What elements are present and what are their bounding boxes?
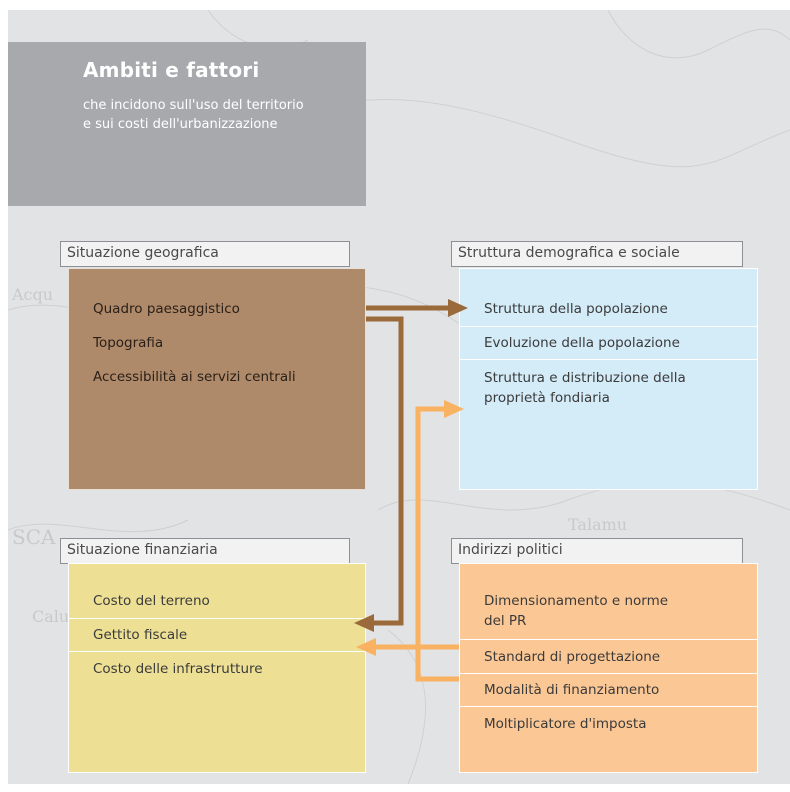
item-moltiplicatore-imposta: Moltiplicatore d'imposta [484,716,647,732]
separator [460,326,757,327]
label-situazione-geografica: Situazione geografica [60,241,350,267]
diagram-canvas: Acqu SCA Talamu Calufer Ambiti e fattori… [8,10,790,784]
item-costo-terreno: Costo del terreno [93,593,210,609]
panel-situazione-geografica: Quadro paesaggistico Topografia Accessib… [68,268,366,490]
arrow-geografica-to-demografica [366,299,468,317]
label-indirizzi-politici: Indirizzi politici [451,538,743,564]
svg-text:Talamu: Talamu [568,515,627,534]
item-gettito-fiscale: Gettito fiscale [93,627,188,643]
item-accessibilita: Accessibilità ai servizi centrali [93,369,296,385]
item-struttura-distribuzione-2: proprietà fondiaria [484,390,610,406]
arrow-politici-to-demografica [415,400,464,682]
panel-indirizzi-politici: Dimensionamento e norme del PR Standard … [459,563,758,773]
subtitle-line-1: che incidono sull'uso del territorio [83,98,304,113]
item-costo-infrastrutture: Costo delle infrastrutture [93,661,263,677]
panel-struttura-demografica: Struttura della popolazione Evoluzione d… [459,268,758,490]
arrow-geografica-to-finanziaria [354,316,404,632]
separator [69,651,365,652]
item-dimensionamento-1: Dimensionamento e norme [484,593,669,609]
arrow-politici-to-finanziaria [356,638,459,656]
label-struttura-demografica: Struttura demografica e sociale [451,241,743,267]
item-struttura-distribuzione-1: Struttura e distribuzione della [484,370,686,386]
svg-text:Acqu: Acqu [11,285,53,304]
item-modalita-finanziamento: Modalità di finanziamento [484,682,660,698]
connector-arrows [354,299,468,682]
diagram-title: Ambiti e fattori [83,58,260,82]
panel-situazione-finanziaria: Costo del terreno Gettito fiscale Costo … [68,563,366,773]
subtitle-line-2: e sui costi dell'urbanizzazione [83,117,278,132]
item-standard-progettazione: Standard di progettazione [484,649,661,665]
separator [460,673,757,674]
separator [460,639,757,640]
item-quadro-paesaggistico: Quadro paesaggistico [93,301,240,317]
item-evoluzione-popolazione: Evoluzione della popolazione [484,335,680,351]
separator [460,359,757,360]
svg-text:SCA: SCA [12,525,56,549]
diagram-subtitle: che incidono sull'uso del territorio e s… [83,96,363,134]
separator [69,618,365,619]
item-struttura-popolazione: Struttura della popolazione [484,301,668,317]
separator [460,706,757,707]
title-box: Ambiti e fattori che incidono sull'uso d… [8,42,366,206]
item-dimensionamento-2: del PR [484,613,527,629]
item-topografia: Topografia [93,335,164,351]
label-situazione-finanziaria: Situazione finanziaria [60,538,350,564]
